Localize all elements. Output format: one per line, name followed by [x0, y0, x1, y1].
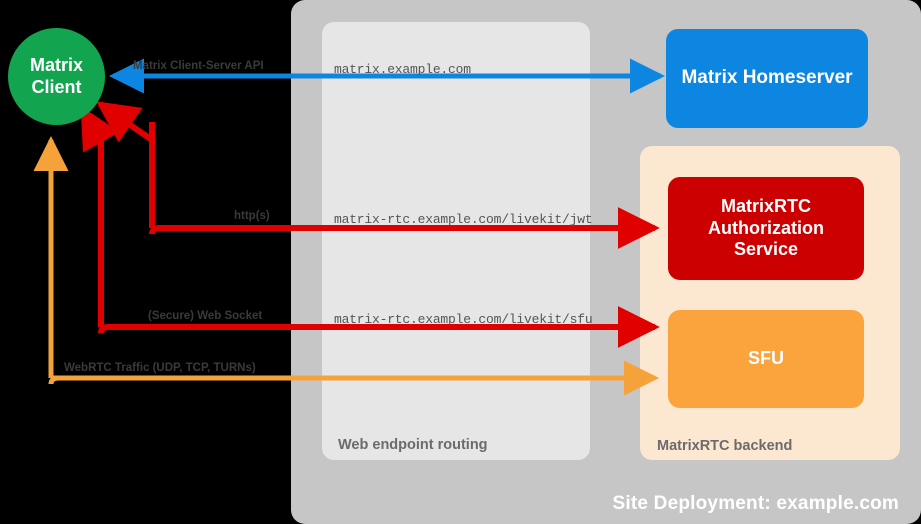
node-matrixrtc-authorization-service[interactable]: MatrixRTC Authorization Service [668, 177, 864, 280]
label-http-s: http(s) [234, 210, 270, 222]
sfu-label: SFU [748, 348, 784, 369]
site-deployment-label: Site Deployment: example.com [612, 493, 899, 514]
endpoint-livekit-jwt: matrix-rtc.example.com/livekit/jwt [334, 212, 593, 227]
endpoint-livekit-sfu: matrix-rtc.example.com/livekit/sfu [334, 312, 593, 327]
web-endpoint-routing-label: Web endpoint routing [338, 437, 488, 453]
matrix-client-label-line2: Client [31, 76, 82, 97]
matrix-homeserver-label: Matrix Homeserver [681, 67, 853, 89]
node-matrix-homeserver[interactable]: Matrix Homeserver [666, 29, 868, 128]
matrix-client-label-line1: Matrix [29, 55, 83, 76]
node-matrix-client[interactable]: Matrix Client [8, 28, 105, 125]
auth-service-label-line1: MatrixRTC [720, 196, 811, 217]
endpoint-matrix-example-com: matrix.example.com [334, 62, 471, 77]
label-webrtc-traffic: WebRTC Traffic (UDP, TCP, TURNs) [64, 362, 256, 374]
node-sfu[interactable]: SFU [668, 310, 864, 408]
web-endpoint-routing-container [322, 22, 590, 460]
auth-service-label-line3: Service [733, 239, 799, 260]
label-secure-web-socket: (Secure) Web Socket [148, 310, 263, 322]
auth-service-label-line2: Authorization [708, 217, 824, 238]
label-matrix-client-server-api: Matrix Client-Server API [133, 60, 264, 72]
matrixrtc-backend-label: MatrixRTC backend [657, 438, 793, 454]
